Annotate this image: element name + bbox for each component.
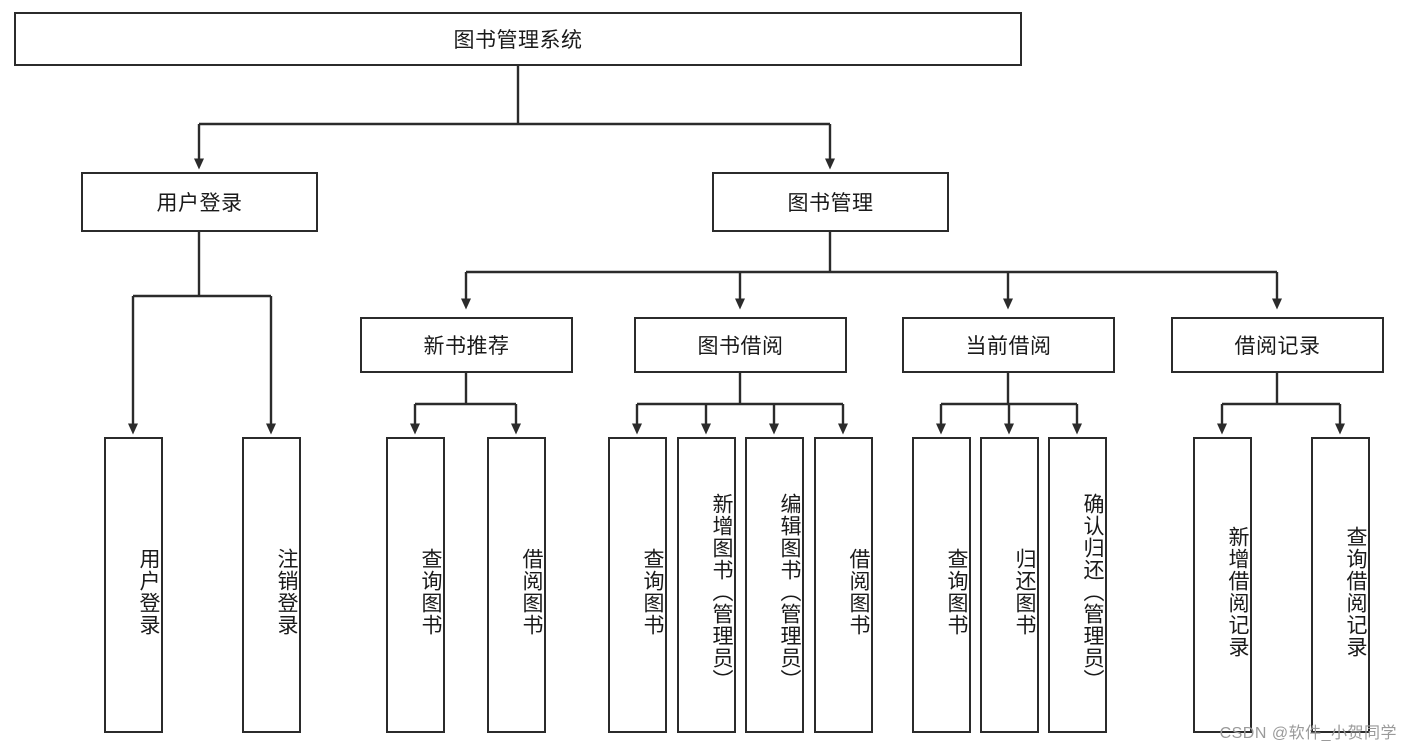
node-label: 图书管理系统 — [453, 29, 583, 52]
leaf-borrow-edit-book[interactable]: 编辑图书（管理员） — [745, 437, 804, 733]
node-user-login[interactable]: 用户登录 — [81, 172, 318, 232]
leaf-new-book-borrow[interactable]: 借阅图书 — [487, 437, 546, 733]
node-book-borrow[interactable]: 图书借阅 — [634, 317, 847, 373]
node-label: 注销登录 — [275, 548, 298, 636]
watermark-text: CSDN @软件_小贺同学 — [1219, 725, 1397, 742]
node-label: 新增借阅记录 — [1226, 526, 1249, 658]
node-label: 新书推荐 — [423, 335, 510, 358]
leaf-current-query-book[interactable]: 查询图书 — [912, 437, 971, 733]
node-label: 查询图书 — [419, 548, 442, 636]
node-label: 查询借阅记录 — [1344, 526, 1367, 658]
node-label: 查询图书 — [945, 548, 968, 636]
node-label: 借阅图书 — [520, 548, 543, 636]
leaf-current-confirm-return[interactable]: 确认归还（管理员） — [1048, 437, 1107, 733]
node-book-management[interactable]: 图书管理 — [712, 172, 949, 232]
node-label: 图书借阅 — [697, 335, 784, 358]
node-label: 新增图书（管理员） — [710, 493, 733, 691]
leaf-borrow-add-book[interactable]: 新增图书（管理员） — [677, 437, 736, 733]
node-label: 确认归还（管理员） — [1081, 493, 1104, 691]
node-label: 编辑图书（管理员） — [778, 493, 801, 691]
node-new-book-recommend[interactable]: 新书推荐 — [360, 317, 573, 373]
leaf-user-login-login[interactable]: 用户登录 — [104, 437, 163, 733]
leaf-new-book-query[interactable]: 查询图书 — [386, 437, 445, 733]
node-root-system[interactable]: 图书管理系统 — [14, 12, 1022, 66]
node-label: 借阅图书 — [847, 548, 870, 636]
leaf-records-add-record[interactable]: 新增借阅记录 — [1193, 437, 1252, 733]
leaf-user-login-logout[interactable]: 注销登录 — [242, 437, 301, 733]
node-label: 借阅记录 — [1234, 335, 1321, 358]
node-label: 归还图书 — [1013, 548, 1036, 636]
leaf-borrow-query-book[interactable]: 查询图书 — [608, 437, 667, 733]
node-borrow-records[interactable]: 借阅记录 — [1171, 317, 1384, 373]
node-label: 查询图书 — [641, 548, 664, 636]
leaf-borrow-borrow-book[interactable]: 借阅图书 — [814, 437, 873, 733]
leaf-current-return-book[interactable]: 归还图书 — [980, 437, 1039, 733]
node-label: 当前借阅 — [965, 335, 1052, 358]
leaf-records-query-record[interactable]: 查询借阅记录 — [1311, 437, 1370, 733]
node-current-borrow[interactable]: 当前借阅 — [902, 317, 1115, 373]
node-label: 用户登录 — [137, 548, 160, 636]
node-label: 图书管理 — [787, 192, 874, 215]
node-label: 用户登录 — [156, 192, 243, 215]
